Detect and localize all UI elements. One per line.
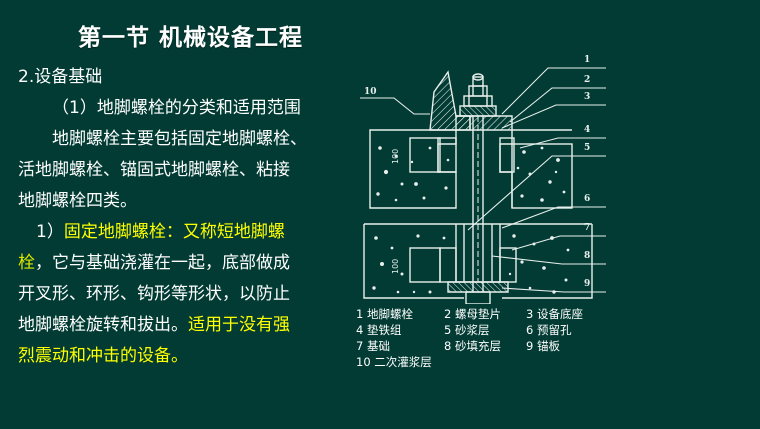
legend-item: 3 设备底座 xyxy=(526,307,583,321)
body-line: 地脚螺栓主要包括固定地脚螺栓、 xyxy=(18,124,366,155)
text-segment: 固定地脚螺栓：又称短地脚螺 xyxy=(63,222,285,242)
diagram-callout-6: 6 xyxy=(584,194,590,204)
legend-item: 8 砂填充层 xyxy=(444,339,501,353)
legend-item: 5 砂浆层 xyxy=(444,323,490,337)
body-text-column: 2.设备基础 （1）地脚螺栓的分类和适用范围地脚螺栓主要包括固定地脚螺栓、活地脚… xyxy=(18,62,366,372)
text-segment: 活地脚螺栓、锚固式地脚螺栓、粘接 xyxy=(18,160,290,180)
body-line: 活地脚螺栓、锚固式地脚螺栓、粘接 xyxy=(18,155,366,186)
section-heading: 2.设备基础 xyxy=(18,67,103,87)
legend-item: 1 地脚螺栓 xyxy=(356,307,413,321)
page-title: 第一节 机械设备工程 xyxy=(78,25,304,51)
diagram-callout-5: 5 xyxy=(584,143,590,153)
legend-item: 7 基础 xyxy=(356,339,390,353)
diagram-callout-1: 1 xyxy=(584,55,590,65)
body-line: 地脚螺栓旋转和拔出。适用于没有强 xyxy=(18,310,366,341)
body-line: 烈震动和冲击的设备。 xyxy=(18,341,366,372)
body-line: 地脚螺栓四类。 xyxy=(18,186,366,217)
text-segment: 地脚螺栓旋转和拔出。 xyxy=(18,315,188,335)
diagram-callout-2: 2 xyxy=(584,75,590,85)
body-line: 开叉形、环形、钩形等形状，以防止 xyxy=(18,279,366,310)
legend-item: 4 垫铁组 xyxy=(356,323,402,337)
legend-item xyxy=(526,354,616,370)
diagram-callout-10: 10 xyxy=(364,87,377,97)
diagram-svg: 1 2 3 4 5 6 7 8 9 10 100 100 xyxy=(360,55,606,304)
diagram-callout-7: 7 xyxy=(584,223,590,233)
diagram-legend: 1 地脚螺栓 2 螺母垫片 3 设备底座 4 垫铁组 5 砂浆层 6 预留孔 7 基础 8 砂… xyxy=(356,306,656,370)
dimension-label-2: 100 xyxy=(391,259,400,274)
legend-item: 2 螺母垫片 xyxy=(444,307,501,321)
legend-item: 6 预留孔 xyxy=(526,323,572,337)
diagram-callout-9: 9 xyxy=(584,279,590,289)
body-paragraph-list: （1）地脚螺栓的分类和适用范围地脚螺栓主要包括固定地脚螺栓、活地脚螺栓、锚固式地… xyxy=(18,93,366,372)
text-segment: 烈震动和冲击的设备。 xyxy=(18,346,188,366)
legend-item xyxy=(444,354,526,370)
text-segment: 地脚螺栓主要包括固定地脚螺栓、 xyxy=(52,129,307,149)
body-line: 栓，它与基础浇灌在一起，底部做成 xyxy=(18,248,366,279)
body-line: （1）地脚螺栓的分类和适用范围 xyxy=(18,93,366,124)
legend-row: 7 基础 8 砂填充层 9 锚板 xyxy=(356,338,656,354)
diagram-callout-4: 4 xyxy=(584,125,590,135)
body-line: 1）固定地脚螺栓：又称短地脚螺 xyxy=(18,217,366,248)
text-segment: 开叉形、环形、钩形等形状，以防止 xyxy=(18,284,290,304)
diagram-callout-3: 3 xyxy=(584,92,590,102)
text-segment: 地脚螺栓四类。 xyxy=(18,191,137,211)
text-segment: 适用于没有强 xyxy=(188,315,290,335)
legend-row: 10 二次灌浆层 xyxy=(356,354,656,370)
anchor-bolt-diagram: 1 2 3 4 5 6 7 8 9 10 100 100 xyxy=(352,52,614,304)
legend-row: 4 垫铁组 5 砂浆层 6 预留孔 xyxy=(356,322,656,338)
dimension-label-1: 100 xyxy=(391,149,400,164)
text-segment: 1） xyxy=(36,222,64,242)
legend-item: 10 二次灌浆层 xyxy=(356,355,432,369)
text-segment: 栓 xyxy=(18,253,35,273)
diagram-callout-8: 8 xyxy=(584,251,590,261)
text-segment: （1）地脚螺栓的分类和适用范围 xyxy=(52,98,301,118)
text-segment: ，它与基础浇灌在一起，底部做成 xyxy=(35,253,290,273)
legend-item: 9 锚板 xyxy=(526,339,560,353)
legend-row: 1 地脚螺栓 2 螺母垫片 3 设备底座 xyxy=(356,306,656,322)
